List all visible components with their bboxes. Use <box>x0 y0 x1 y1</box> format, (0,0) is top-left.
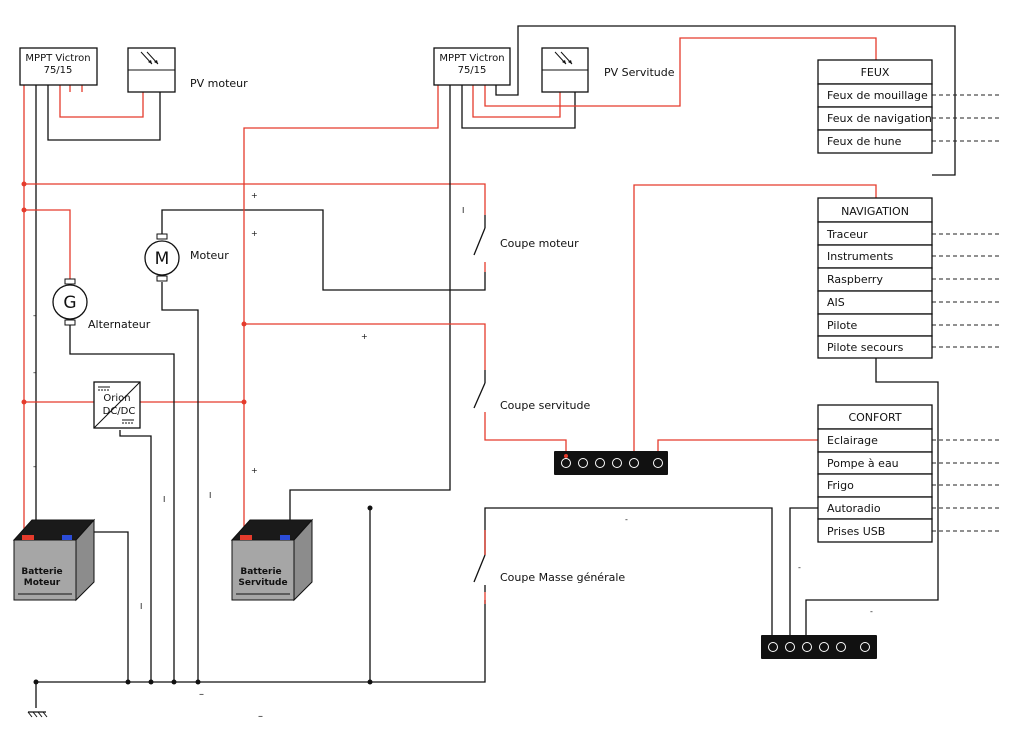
minus-mark: - <box>870 607 873 616</box>
circuit-pilote-secours-label: Pilote secours <box>827 341 904 354</box>
mppt-right: MPPT Victron 75/15 <box>433 47 511 86</box>
battery-moteur: Batterie Moteur <box>12 518 96 602</box>
circuit-prises-usb-label: Prises USB <box>827 525 885 538</box>
solar-panel-icon <box>140 51 159 65</box>
switch-coupe-masse[interactable] <box>473 554 486 592</box>
plus-mark: + <box>251 229 258 238</box>
circuit-instruments-label: Instruments <box>827 250 894 263</box>
circuit-pompe-eau-label: Pompe à eau <box>827 457 899 470</box>
minus-mark: – <box>258 711 263 722</box>
plus-mark: + <box>361 332 368 341</box>
bar-mark: I <box>140 602 142 611</box>
polarity-marks: + + + + I I I I - - - - - - – – <box>33 191 873 722</box>
panel-navigation: NAVIGATION Traceur Instruments Raspberry… <box>817 197 933 359</box>
solar-panel-icon <box>554 51 573 65</box>
battery-servitude: Batterie Servitude <box>230 518 314 602</box>
battery-servitude-label-1: Batterie <box>240 567 281 577</box>
circuit-feux-hune[interactable] <box>817 129 933 154</box>
busbar-negative <box>761 635 877 668</box>
minus-mark: - <box>625 515 628 524</box>
alternator-symbol-letter: G <box>63 293 76 313</box>
panel-feux: FEUX Feux de mouillage Feux de navigatio… <box>817 59 933 154</box>
circuit-raspberry-label: Raspberry <box>827 273 883 286</box>
panel-navigation-title: NAVIGATION <box>841 205 909 218</box>
bar-mark: I <box>462 206 464 215</box>
circuit-feux-navigation-label: Feux de navigation <box>827 112 932 125</box>
mppt-right-label-2: 75/15 <box>458 65 487 76</box>
bar-mark: I <box>163 495 165 504</box>
wires <box>23 25 956 708</box>
motor-symbol: M <box>144 233 180 282</box>
orion-dcdc-converter: Orion DC/DC <box>93 381 141 429</box>
mppt-left: MPPT Victron 75/15 <box>19 47 98 86</box>
circuit-eclairage-label: Eclairage <box>827 434 878 447</box>
minus-mark: - <box>33 311 36 320</box>
battery-moteur-label-2: Moteur <box>24 578 61 588</box>
pv-servitude-label: PV Servitude <box>604 66 675 79</box>
panel-confort-title: CONFORT <box>848 411 901 424</box>
busbar-positive <box>554 451 668 484</box>
alternator-symbol: G <box>52 278 88 326</box>
plus-mark: + <box>251 191 258 200</box>
orion-label-1: Orion <box>103 393 130 404</box>
circuit-feux-hune-label: Feux de hune <box>827 135 902 148</box>
plus-mark: + <box>251 466 258 475</box>
mppt-right-label-1: MPPT Victron <box>439 53 504 64</box>
minus-mark: - <box>798 563 801 572</box>
orion-label-2: DC/DC <box>103 406 136 417</box>
circuit-pilote-secours[interactable] <box>817 335 933 359</box>
coupe-moteur-label: Coupe moteur <box>500 237 579 250</box>
mppt-left-label-2: 75/15 <box>44 65 73 76</box>
circuit-traceur-label: Traceur <box>826 228 868 241</box>
minus-mark: - <box>33 462 36 471</box>
bar-mark: I <box>209 491 211 500</box>
junction-dots <box>21 181 373 685</box>
moteur-label: Moteur <box>190 249 229 262</box>
circuit-frigo-label: Frigo <box>827 479 854 492</box>
minus-mark: – <box>199 689 204 700</box>
coupe-servitude-label: Coupe servitude <box>500 399 590 412</box>
mppt-left-label-1: MPPT Victron <box>25 53 90 64</box>
output-dashed-lines <box>932 94 1002 532</box>
pv-panel-left <box>127 47 176 93</box>
coupe-masse-label: Coupe Masse générale <box>500 571 625 584</box>
panel-feux-title: FEUX <box>861 66 890 79</box>
pv-panel-right <box>541 47 589 93</box>
panel-confort: CONFORT Eclairage Pompe à eau Frigo Auto… <box>817 404 933 543</box>
circuit-ais-label: AIS <box>827 296 845 309</box>
battery-servitude-label-2: Servitude <box>238 578 287 588</box>
minus-mark: - <box>33 368 36 377</box>
pv-moteur-label: PV moteur <box>190 77 248 90</box>
motor-symbol-letter: M <box>155 249 170 269</box>
circuit-prises-usb[interactable] <box>817 518 933 543</box>
ground-icon <box>27 711 48 718</box>
circuit-feux-mouillage-label: Feux de mouillage <box>827 89 928 102</box>
switch-coupe-moteur[interactable] <box>473 215 486 272</box>
alternateur-label: Alternateur <box>88 318 151 331</box>
circuit-autoradio-label: Autoradio <box>827 502 881 515</box>
circuit-pilote-label: Pilote <box>827 319 858 332</box>
battery-moteur-label-1: Batterie <box>21 567 62 577</box>
switch-coupe-servitude[interactable] <box>473 370 486 418</box>
